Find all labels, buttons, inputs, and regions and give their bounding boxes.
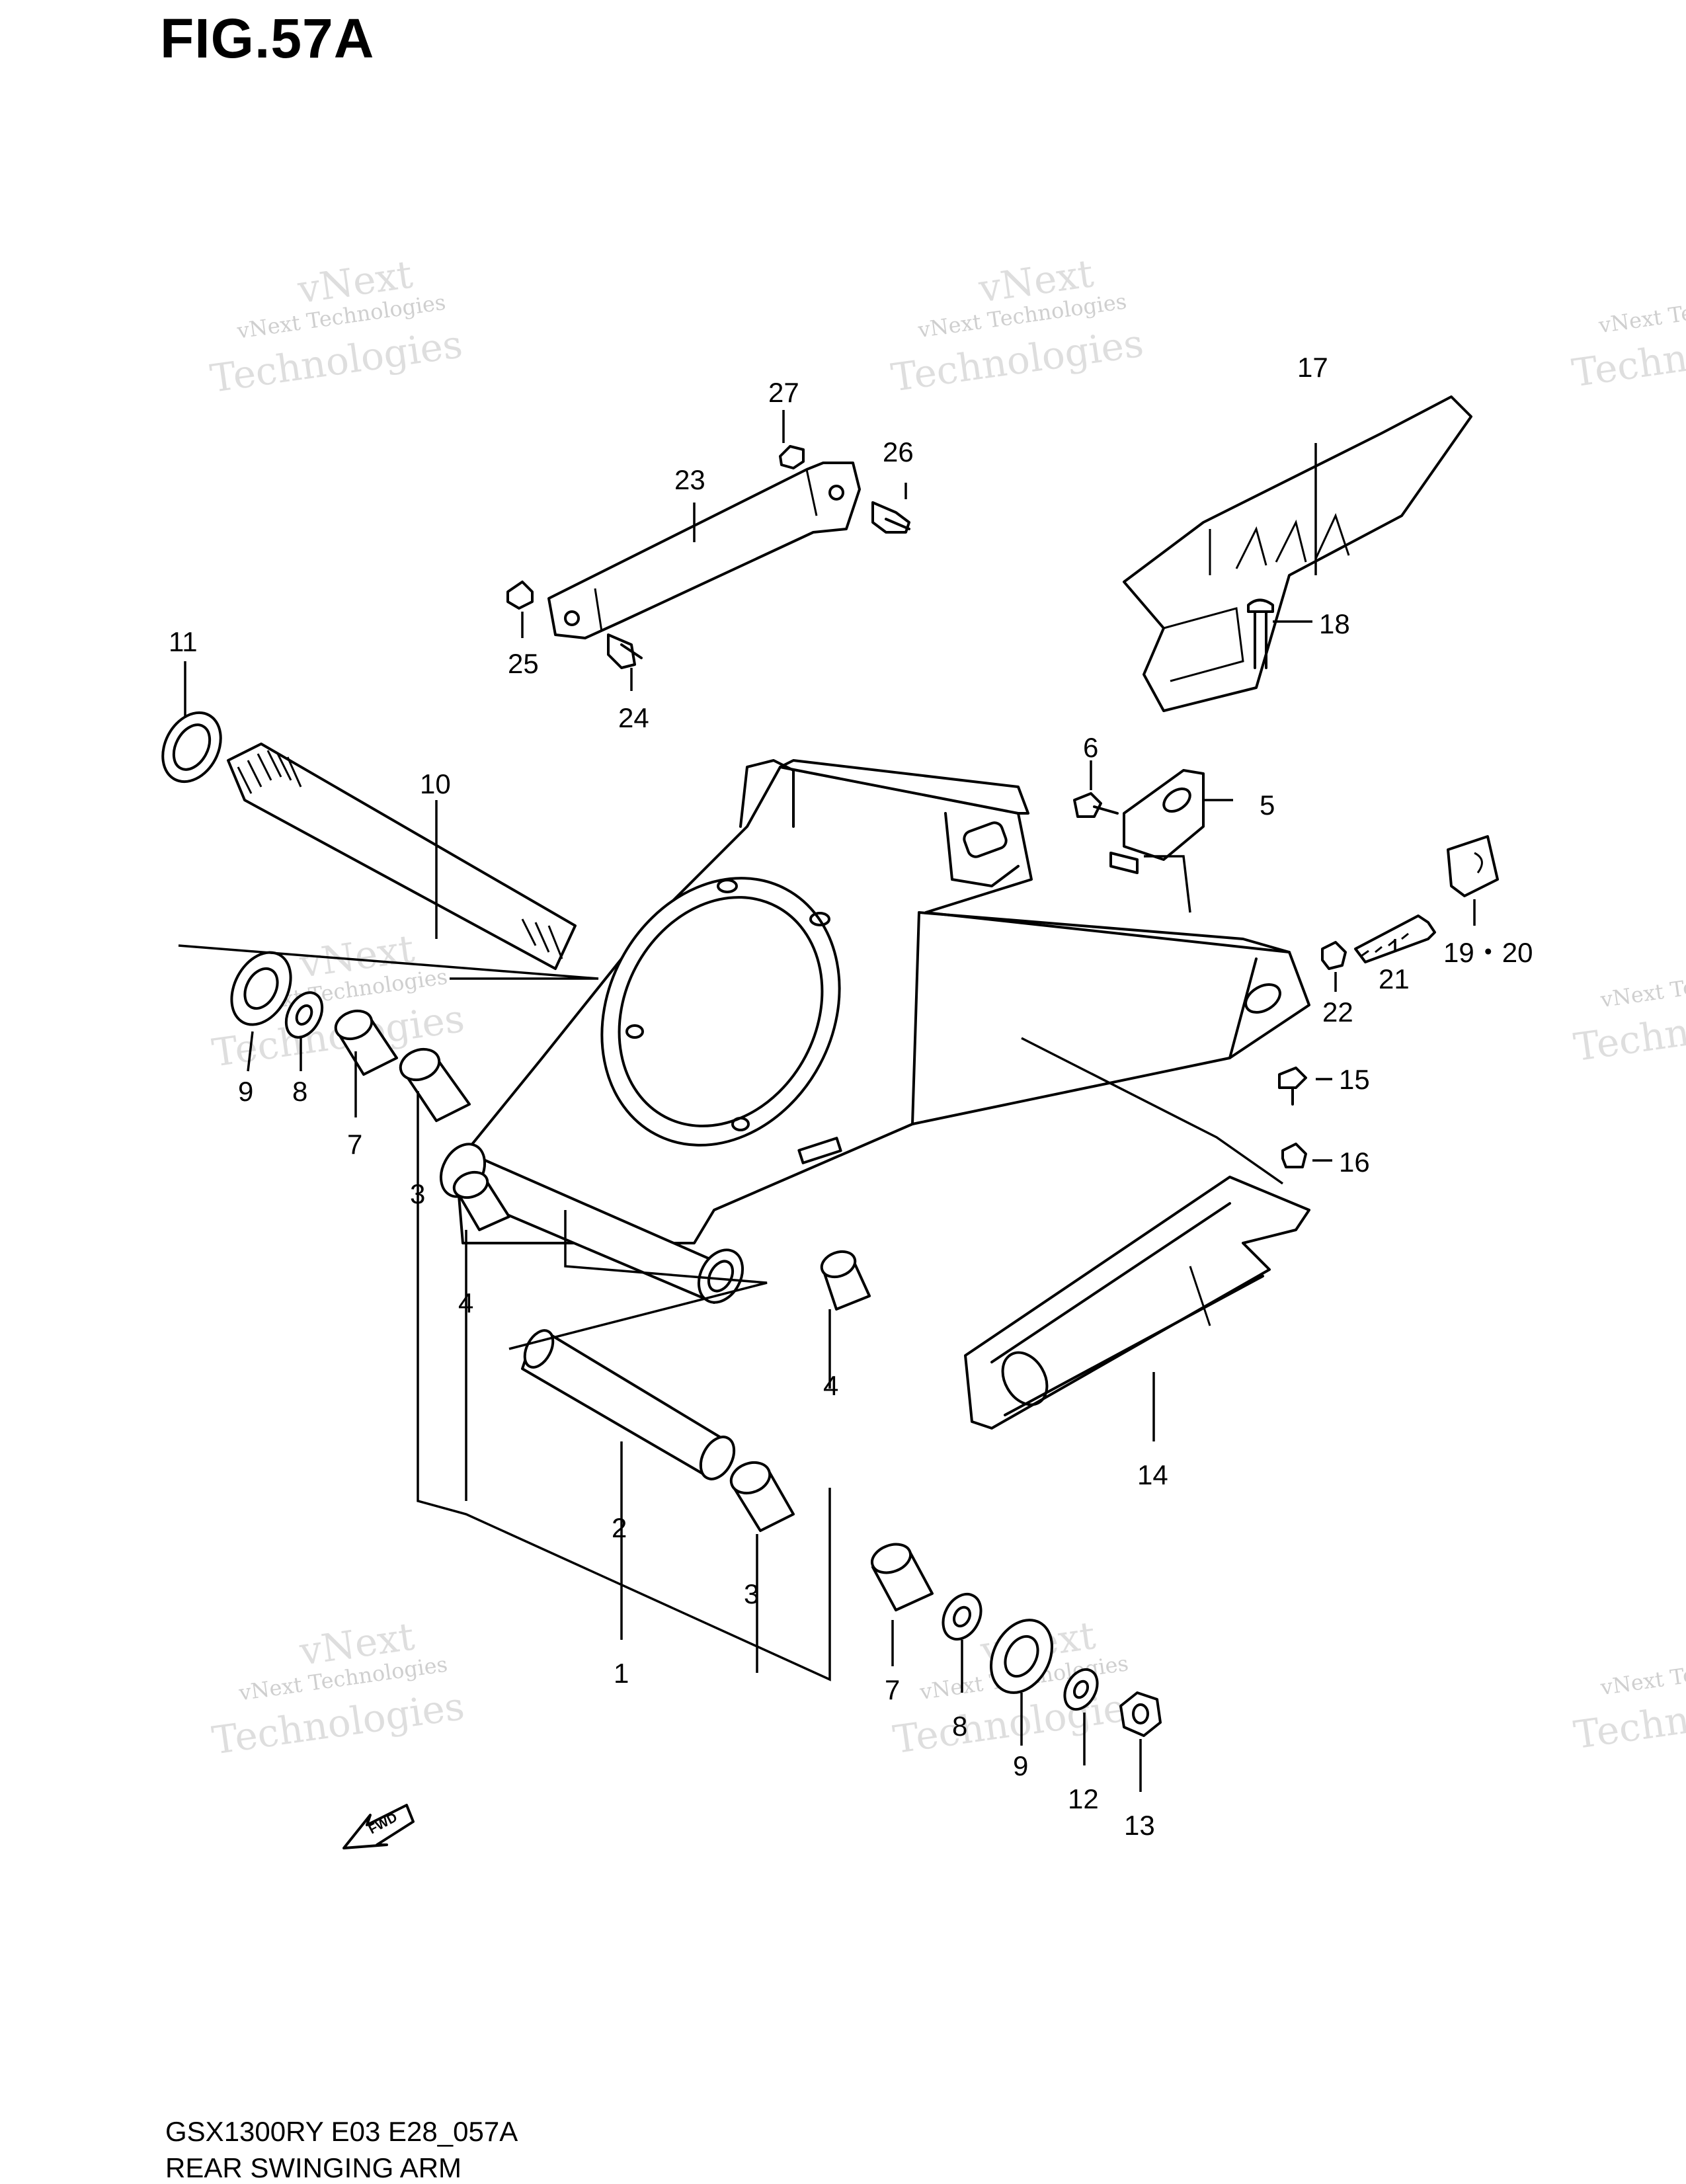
chain-guard: [1123, 395, 1472, 712]
nut-25: [506, 581, 534, 610]
bolt-15: [1278, 1067, 1307, 1106]
nut-22: [1321, 941, 1347, 970]
torque-link: [547, 462, 861, 639]
callout-27: 27: [768, 377, 799, 408]
adjuster-block-19-20: [1447, 835, 1499, 897]
diagram-code: GSX1300RY E03 E28_057A: [165, 2116, 518, 2147]
callout-8-left: 8: [292, 1076, 307, 1107]
callout-1: 1: [614, 1658, 629, 1689]
callout-9-right: 9: [1013, 1750, 1028, 1781]
pivot-shaft: [227, 743, 577, 970]
callout-23: 23: [674, 464, 705, 495]
bolt-6: [1073, 792, 1119, 818]
callout-3-left: 3: [410, 1178, 425, 1209]
collar-7-right: [870, 1543, 934, 1611]
bolt-26: [871, 501, 910, 534]
callout-15: 15: [1339, 1064, 1370, 1095]
callout-3-lower: 3: [744, 1578, 759, 1609]
bearing-4-right: [820, 1250, 871, 1311]
adjuster-plate-5: [1109, 769, 1205, 874]
callout-7-right: 7: [885, 1674, 900, 1705]
seal-11: [161, 711, 222, 784]
seal-9-left: [230, 951, 292, 1026]
callout-4-left: 4: [458, 1287, 473, 1318]
callout-14: 14: [1137, 1459, 1168, 1490]
washer-8-left: [284, 991, 324, 1039]
callout-9-left: 9: [238, 1076, 253, 1107]
callout-10: 10: [420, 768, 451, 799]
diagram-name: REAR SWINGING ARM: [165, 2152, 462, 2183]
watermark-text: vNext Technologies: [1599, 958, 1686, 1012]
watermark-text: vNext Technologies: [1599, 1646, 1686, 1700]
callout-26: 26: [883, 436, 914, 467]
callout-7-left: 7: [347, 1129, 362, 1160]
callouts: 11 10 9 8 7 3 4 4 2 3 1 7 8 9 12 13 14 1…: [169, 352, 1533, 1841]
chain-buffer: [964, 1176, 1310, 1430]
bearing-3-left: [399, 1047, 471, 1122]
callout-2: 2: [612, 1512, 627, 1543]
callout-5: 5: [1260, 789, 1275, 821]
washer-8-right: [942, 1592, 983, 1641]
callout-24: 24: [618, 702, 649, 733]
leader-lines: [178, 410, 1476, 1792]
callout-17: 17: [1297, 352, 1328, 383]
callout-13: 13: [1124, 1810, 1155, 1841]
callout-25: 25: [508, 648, 539, 679]
nut-13: [1119, 1691, 1162, 1737]
callout-12: 12: [1068, 1783, 1099, 1814]
callout-22: 22: [1322, 996, 1353, 1028]
nut-16: [1281, 1143, 1307, 1168]
bearing-3-lower: [729, 1461, 795, 1532]
bearing-4-left: [452, 1170, 510, 1231]
callout-16: 16: [1339, 1147, 1370, 1178]
washer-12: [1063, 1668, 1099, 1711]
watermark-text: vNext Technologies: [1597, 284, 1686, 338]
fwd-arrow: FWD: [342, 1804, 415, 1849]
screw-18: [1247, 598, 1274, 669]
callout-8-right: 8: [952, 1711, 967, 1742]
callout-6: 6: [1083, 732, 1098, 763]
figure-title: FIG.57A: [160, 7, 375, 69]
callout-4-right: 4: [823, 1370, 838, 1401]
swinging-arm: [439, 759, 1310, 1304]
bolt-24: [607, 633, 643, 669]
callout-19-20: 19・20: [1443, 937, 1533, 968]
callout-21: 21: [1379, 963, 1410, 994]
seal-9-right: [989, 1619, 1054, 1694]
callout-18: 18: [1319, 608, 1350, 639]
callout-11: 11: [169, 626, 198, 657]
spacer-2: [521, 1329, 736, 1480]
nut-27: [779, 445, 805, 469]
